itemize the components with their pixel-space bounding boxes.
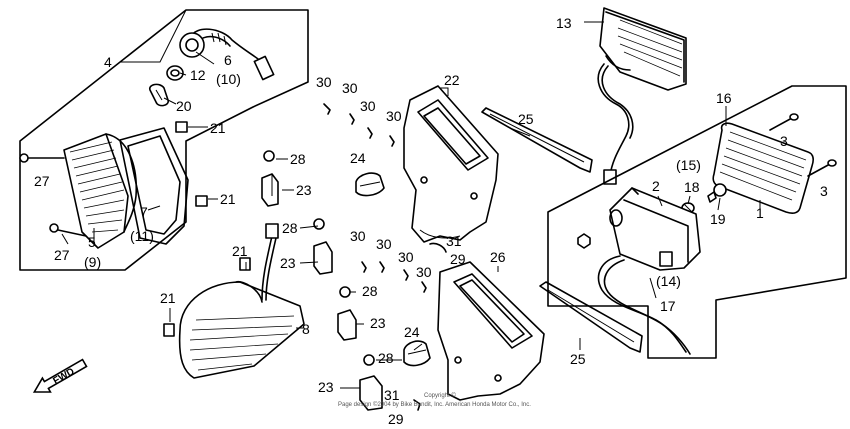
nut-21-upper: [175, 121, 188, 133]
callout-21: 21: [160, 290, 176, 306]
fwd-arrow: FWD: [32, 358, 88, 393]
callout-27: 27: [54, 247, 70, 263]
callout-4: 4: [104, 54, 112, 70]
callout-18: 18: [684, 179, 700, 195]
lens-1: [712, 122, 814, 214]
clip-29-upper: [429, 242, 447, 253]
callout-25: 25: [570, 351, 586, 367]
callout-27: 27: [34, 173, 50, 189]
clips-30-upper: [323, 103, 395, 147]
bulb-19: [707, 183, 727, 203]
callout-21: 21: [232, 243, 248, 259]
callout-30: 30: [342, 80, 358, 96]
callout-22: 22: [444, 72, 460, 88]
callout-11: (11): [130, 228, 154, 244]
copyright-line-1: Copyright ©: [424, 392, 456, 399]
rubber-24-upper: [355, 172, 385, 197]
callout-5: 5: [88, 234, 96, 250]
position-light-8: [163, 223, 305, 379]
strip-25-lower: [539, 281, 643, 353]
screw-27-lower: [49, 223, 87, 237]
callout-9: (9): [84, 254, 101, 270]
fwd-label: FWD: [51, 366, 76, 387]
license-light-group: [547, 85, 847, 359]
callout-30: 30: [316, 74, 332, 90]
nut-21-lower-b: [163, 323, 175, 337]
callout-23: 23: [296, 182, 312, 198]
right-assembly-outline: [547, 85, 847, 359]
housing-2: [609, 187, 701, 271]
callout-14: (14): [656, 273, 681, 289]
bulb: [149, 83, 169, 107]
callout-25: 25: [518, 111, 534, 127]
clip-29-lower: [413, 399, 421, 411]
callout-30: 30: [350, 228, 366, 244]
leader-lines: [30, 9, 761, 389]
screw-3-lower: [807, 159, 837, 177]
callout-17: 17: [660, 298, 676, 314]
callout-21: 21: [220, 191, 236, 207]
callout-3: 3: [820, 183, 828, 199]
nut-21-mid: [195, 195, 208, 207]
callout-30: 30: [398, 249, 414, 265]
copyright-line-2: Page design ©2004 by Bike Bandit, Inc. A…: [338, 401, 531, 408]
tail-light-13: [597, 7, 687, 185]
gasket-7: [119, 127, 189, 245]
callout-1: 1: [756, 205, 764, 221]
callout-30: 30: [386, 108, 402, 124]
grommet: [166, 65, 184, 81]
callout-24: 24: [350, 150, 366, 166]
callout-31: 31: [446, 233, 462, 249]
socket-harness: [179, 28, 275, 81]
callout-23: 23: [280, 255, 296, 271]
bracket-23-lower: [337, 286, 357, 341]
callout-29: 29: [450, 251, 466, 267]
callout-8: 8: [302, 321, 310, 337]
callout-23: 23: [370, 315, 386, 331]
callout-2: 2: [652, 178, 660, 194]
callout-6: 6: [224, 52, 232, 68]
callout-7: 7: [140, 204, 148, 220]
left-turn-signal-group: [19, 9, 309, 271]
holder-26: [437, 261, 545, 401]
callouts: 4 6 (10) 12 20 21 27 7 (11) 21 5 (9) 27 …: [34, 15, 828, 427]
rubber-24-lower: [403, 340, 431, 367]
nut-right: [577, 233, 591, 249]
lens-5: [63, 133, 138, 249]
callout-28: 28: [290, 151, 306, 167]
callout-28: 28: [282, 220, 298, 236]
holder-22: [403, 85, 499, 243]
callout-15: (15): [676, 157, 701, 173]
callout-31: 31: [384, 387, 400, 403]
harness-17: [597, 251, 691, 355]
left-assembly-outline: [19, 9, 309, 271]
callout-28: 28: [362, 283, 378, 299]
callout-23: 23: [318, 379, 334, 395]
bracket-23-bottom: [359, 354, 383, 411]
callout-16: 16: [716, 90, 732, 106]
callout-29: 29: [388, 411, 404, 427]
callout-30: 30: [360, 98, 376, 114]
bracket-23-mid: [313, 218, 333, 275]
screw-3-upper: [769, 113, 799, 131]
callout-3: 3: [780, 133, 788, 149]
callout-28: 28: [378, 350, 394, 366]
callout-10: (10): [216, 71, 241, 87]
callout-24: 24: [404, 324, 420, 340]
callout-19: 19: [710, 211, 726, 227]
strip-25-upper: [481, 107, 593, 173]
callout-26: 26: [490, 249, 506, 265]
clips-30-lower: [361, 261, 427, 293]
callout-21: 21: [210, 120, 226, 136]
callout-13: 13: [556, 15, 572, 31]
callout-30: 30: [376, 236, 392, 252]
callout-30: 30: [416, 264, 432, 280]
callout-20: 20: [176, 98, 192, 114]
callout-12: 12: [190, 67, 206, 83]
bracket-23-upper: [261, 150, 279, 207]
nut-21-lower-a: [239, 257, 251, 271]
